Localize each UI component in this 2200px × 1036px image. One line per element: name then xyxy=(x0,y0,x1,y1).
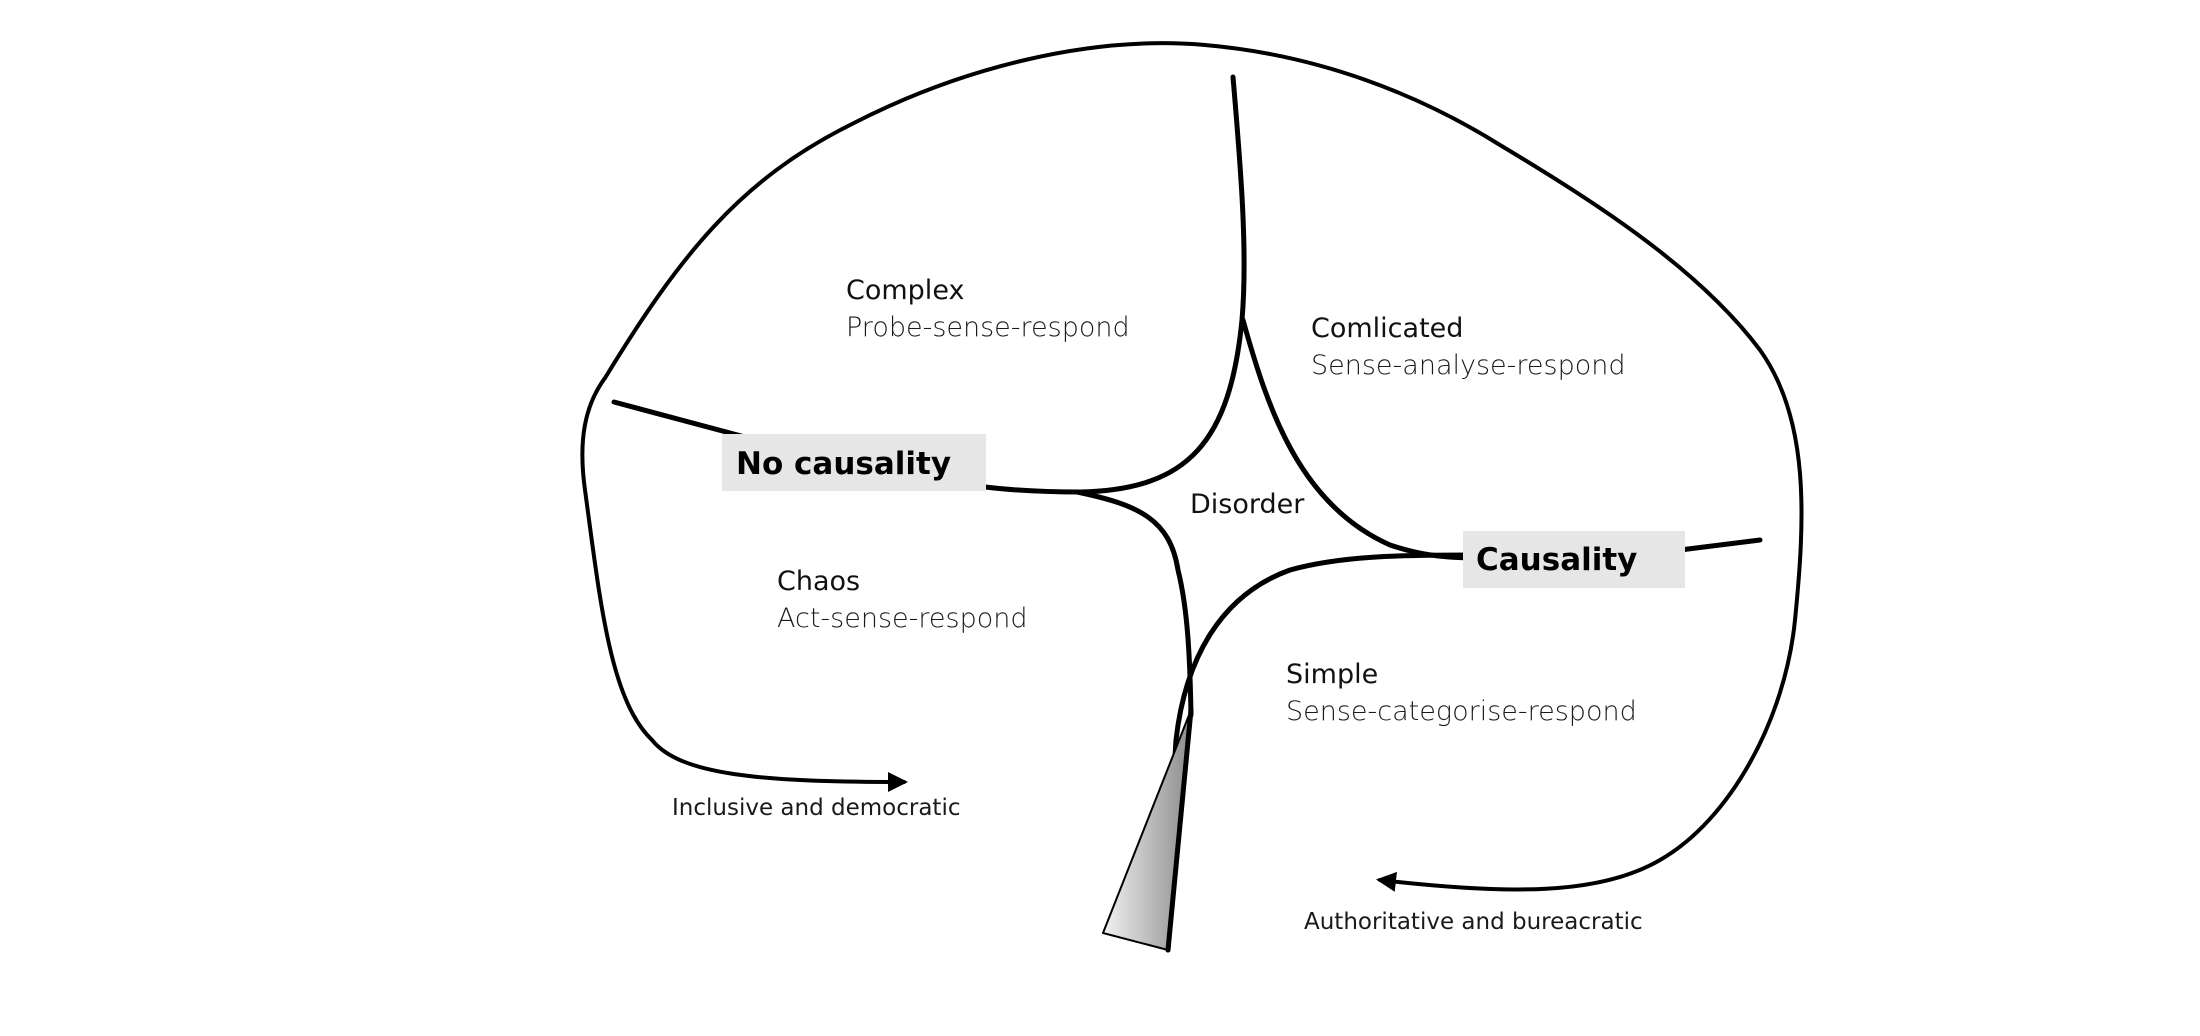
chaos-boundary-line xyxy=(1074,489,1194,718)
right-divider-line xyxy=(1677,537,1763,553)
right-arrow-caption: Authoritative and bureacratic xyxy=(1304,909,1643,935)
outer-boundary-curve xyxy=(580,41,1804,892)
causality-box xyxy=(1463,531,1685,588)
simple-boundary-line xyxy=(1165,552,1473,953)
disorder-domain-name: Disorder xyxy=(1190,489,1305,520)
left-divider-line xyxy=(611,399,748,440)
complex-domain-name: Complex xyxy=(846,275,964,306)
complicated-domain-approach: Sense-analyse-respond xyxy=(1311,350,1625,381)
left-arrow-caption: Inclusive and democratic xyxy=(672,795,960,821)
causality-label: Causality xyxy=(1476,542,1637,578)
no-causality-box xyxy=(722,434,986,491)
complicated-domain-name: Comlicated xyxy=(1311,313,1463,344)
complex-boundary-line xyxy=(982,74,1247,495)
simple-domain-approach: Sense-categorise-respond xyxy=(1286,696,1637,727)
simple-domain-name: Simple xyxy=(1286,659,1378,690)
chaos-domain-approach: Act-sense-respond xyxy=(777,603,1027,634)
chaos-domain-name: Chaos xyxy=(777,566,860,597)
cliff-wedge-edge xyxy=(1165,707,1194,953)
no-causality-label: No causality xyxy=(736,446,951,482)
complex-domain-approach: Probe-sense-respond xyxy=(846,312,1130,343)
